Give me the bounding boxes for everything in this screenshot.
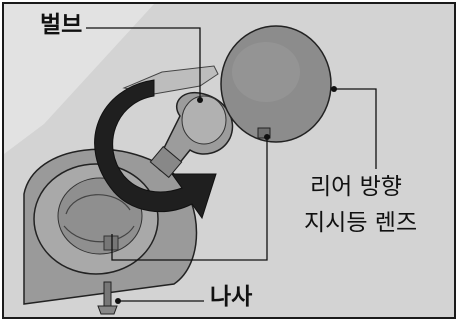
lens-label-line1: 리어 방향 [310,176,402,199]
exploded-view-drawing [4,4,456,319]
lens-label-line2: 지시등 렌즈 [304,212,417,235]
lens-drawing [221,26,337,142]
screw-label: 나사 [210,286,252,309]
bulb-drawing [150,93,232,178]
diagram-frame: 벌브 리어 방향 지시등 렌즈 나사 [2,2,456,319]
bulb-label: 벌브 [40,14,82,37]
lens-leader [334,89,376,169]
